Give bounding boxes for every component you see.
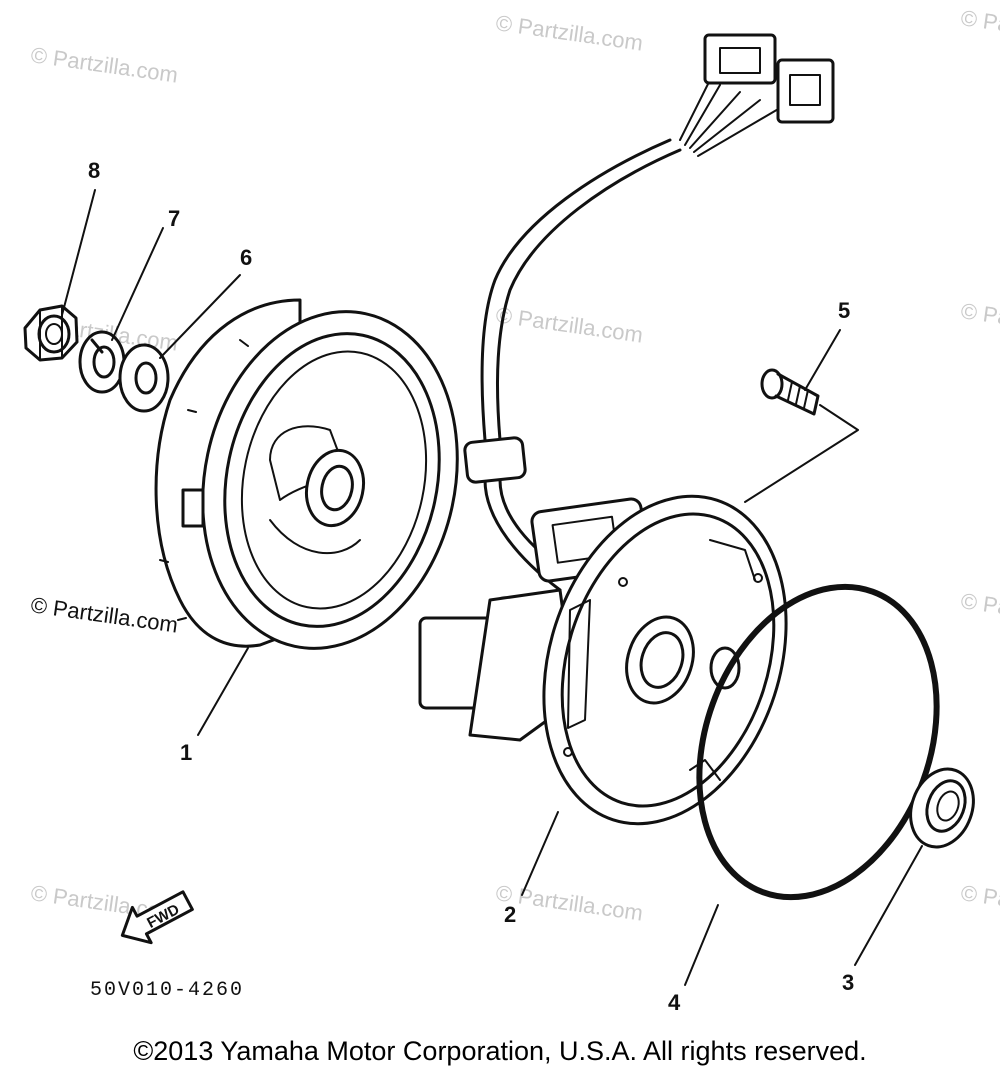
watermark: © Partzilla.com (959, 880, 1000, 925)
watermark: © Partzilla.com (959, 298, 1000, 343)
watermark: © Partzilla.com (29, 592, 179, 637)
watermark: © Partzilla.com (959, 588, 1000, 633)
callout-8: 8 (88, 158, 100, 183)
copyright-notice: ©2013 Yamaha Motor Corporation, U.S.A. A… (133, 1036, 867, 1066)
part-2-stator (418, 494, 788, 826)
callouts: 8 7 6 5 1 2 3 4 (88, 158, 854, 1015)
part-1-rotor (154, 298, 459, 650)
watermark: © Partzilla.com (959, 5, 1000, 50)
watermark: © Partzilla.com (494, 10, 644, 55)
part-7-lock-washer (78, 330, 126, 394)
wire-harness (463, 33, 835, 592)
callout-1: 1 (180, 740, 192, 765)
watermark: © Partzilla.com (494, 302, 644, 347)
part-8-nut (23, 304, 79, 362)
watermark: © Partzilla.com (494, 880, 644, 925)
part-3-oil-seal (909, 767, 975, 849)
diagram-code: 50V010-4260 (90, 979, 244, 1002)
callout-2: 2 (504, 902, 516, 927)
callout-5: 5 (838, 298, 850, 323)
callout-3: 3 (842, 970, 854, 995)
watermark: © Partzilla.com (29, 42, 179, 87)
callout-6: 6 (240, 245, 252, 270)
callout-7: 7 (168, 206, 180, 231)
part-5-screw (760, 368, 820, 416)
callout-4: 4 (668, 990, 681, 1015)
part-6-washer (118, 343, 170, 413)
leader-lines (61, 189, 923, 986)
